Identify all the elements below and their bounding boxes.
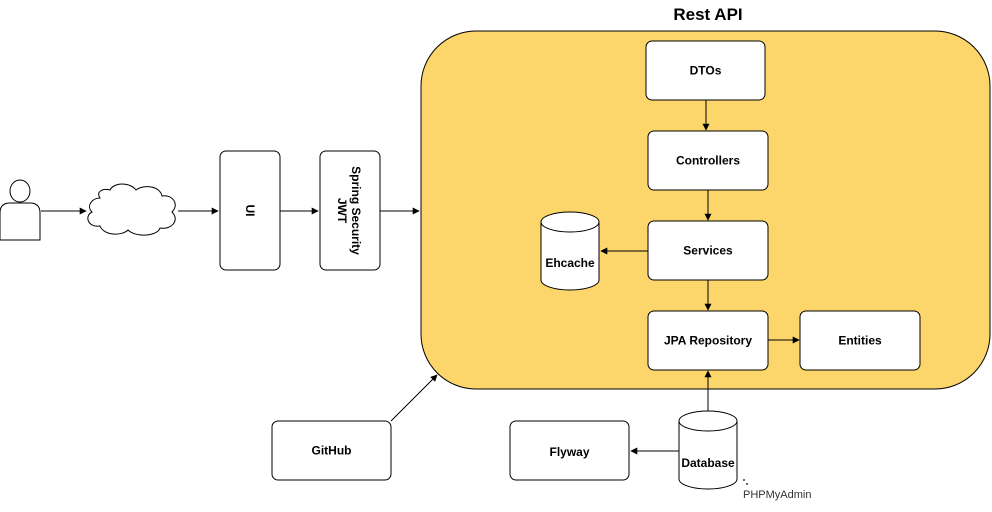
entities-box <box>799 310 921 371</box>
ui-label: UI <box>243 205 257 217</box>
rest-api-container <box>420 30 991 390</box>
entities-label: Entities <box>838 334 882 348</box>
phpmyadmin-label: PHPMyAdmin <box>743 489 811 501</box>
flyway-label: Flyway <box>549 445 589 459</box>
phpmyadmin-dot <box>746 483 748 485</box>
spring-security-label: Spring Security <box>349 166 363 255</box>
database-cylinder <box>678 410 738 490</box>
dtos-label: DTOs <box>690 64 722 78</box>
flyway-box <box>509 420 630 481</box>
ehcache-label: Ehcache <box>545 256 595 270</box>
services-label: Services <box>683 244 733 258</box>
edge-github-api <box>390 374 438 422</box>
user-icon <box>0 179 41 241</box>
phpmyadmin-dot <box>743 479 745 481</box>
jpa-repository-label: JPA Repository <box>664 334 752 348</box>
jwt-label: JWT <box>335 198 349 224</box>
controllers-label: Controllers <box>676 154 740 168</box>
ehcache-cylinder <box>540 211 600 291</box>
github-box <box>271 420 392 481</box>
github-label: GitHub <box>312 444 352 458</box>
database-label: Database <box>681 456 735 470</box>
diagram-title: Rest API <box>673 5 742 24</box>
cloud-icon <box>87 183 176 236</box>
